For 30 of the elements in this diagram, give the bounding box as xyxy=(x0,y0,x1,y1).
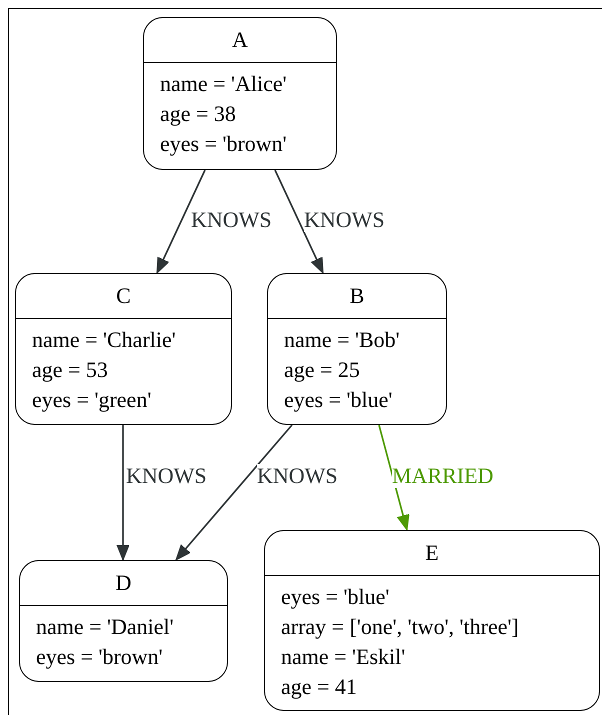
record-node xyxy=(264,530,600,711)
node-title: E xyxy=(425,540,439,566)
property-text: name = 'Eskil' xyxy=(281,643,406,671)
property-text: name = 'Daniel' xyxy=(36,613,174,641)
property-text: name = 'Bob' xyxy=(284,326,400,354)
property-text: eyes = 'blue' xyxy=(281,583,390,611)
property-text: name = 'Charlie' xyxy=(32,326,176,354)
property-text: eyes = 'brown' xyxy=(36,643,163,671)
property-text: array = ['one', 'two', 'three'] xyxy=(281,613,519,641)
arrow xyxy=(116,425,130,560)
node-title: C xyxy=(116,283,131,309)
property-text: eyes = 'green' xyxy=(32,386,152,414)
property-text: age = 25 xyxy=(284,356,360,384)
record-node xyxy=(143,17,337,170)
property-text: age = 53 xyxy=(32,356,108,384)
arrow xyxy=(378,424,410,530)
node-title: A xyxy=(232,27,248,53)
node-title: B xyxy=(350,283,364,309)
arrow xyxy=(274,170,324,274)
property-text: name = 'Alice' xyxy=(160,70,287,98)
record-node xyxy=(19,560,228,682)
record-node xyxy=(267,273,447,425)
property-text: age = 38 xyxy=(160,100,236,128)
property-text: age = 41 xyxy=(281,673,357,701)
arrow xyxy=(156,170,206,274)
property-text: eyes = 'blue' xyxy=(284,386,392,414)
arrow xyxy=(175,424,293,561)
record-node xyxy=(15,273,232,425)
node-title: D xyxy=(116,570,132,596)
property-text: eyes = 'brown' xyxy=(160,130,287,158)
